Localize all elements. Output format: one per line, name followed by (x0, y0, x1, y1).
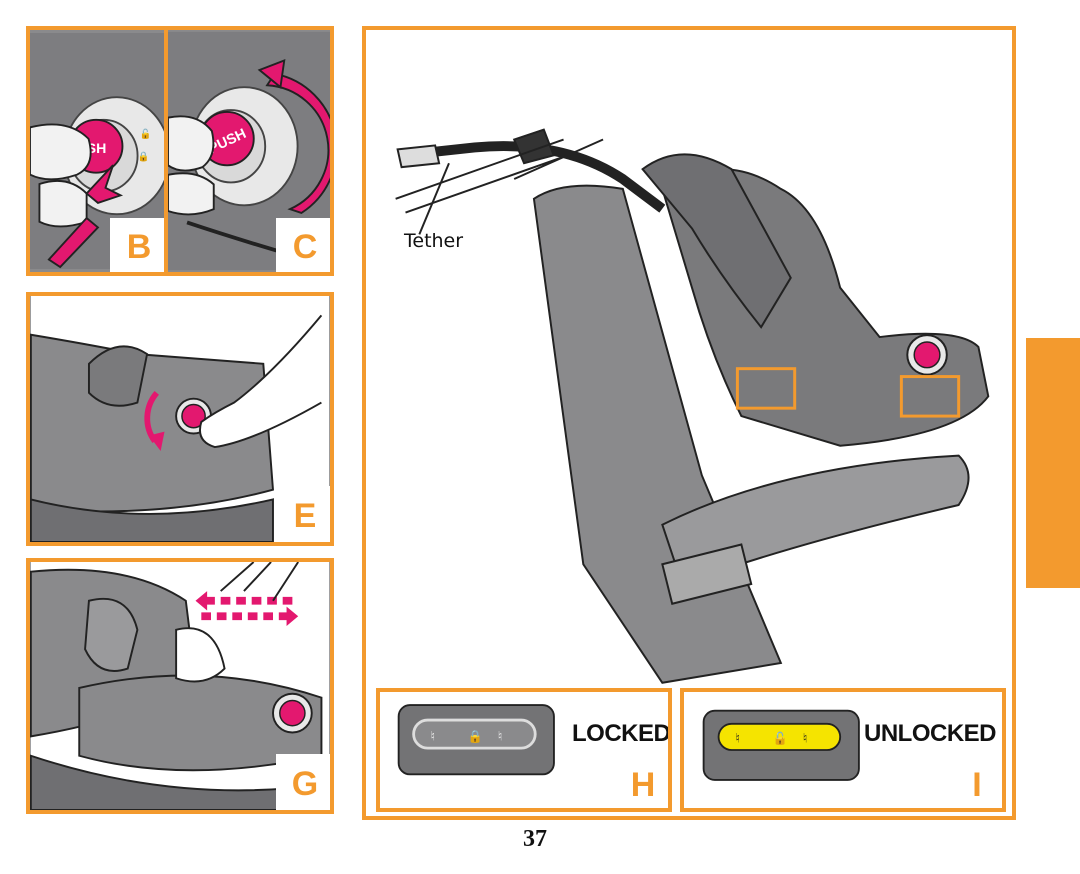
panel-c: PUSH C (164, 26, 334, 276)
recline-icon: ♮ (498, 730, 503, 745)
car-seat-illustration (395, 128, 990, 684)
recline-icon: ♮ (430, 730, 435, 745)
adjustment-dial (181, 403, 206, 429)
push-arrow (47, 164, 124, 269)
recline-icon: ♮ (803, 732, 808, 747)
panel-b: •PUSH 🔓 🔒 B (26, 26, 168, 276)
panel-g-letter: G (276, 754, 330, 810)
main-panel: Tether (362, 26, 1016, 820)
lock-icon: 🔒 (468, 730, 483, 744)
panel-e-letter: E (276, 486, 330, 542)
panel-i-illustration: ♮ 🔓 ♮ (702, 709, 860, 781)
panel-i-letter: I (948, 758, 1002, 808)
tether-strap (401, 141, 666, 213)
panel-i: ♮ 🔓 ♮ UNLOCKED I (680, 688, 1006, 812)
recline-icon: ♮ (735, 732, 740, 747)
locked-indicator-window (412, 718, 537, 750)
tether-pointer (418, 162, 450, 235)
hand-shape (199, 314, 323, 449)
panel-g: G (26, 558, 334, 814)
rotate-arrow (265, 72, 330, 214)
panel-h: ♮ 🔒 ♮ LOCKED H (376, 688, 672, 812)
page-number: 37 (523, 826, 547, 852)
panel-b-letter: B (110, 218, 164, 272)
adjustment-dial (279, 699, 306, 727)
panel-b-illustration: •PUSH 🔓 🔒 (30, 33, 164, 269)
tether-adjuster (512, 128, 555, 165)
indicator-window-right (899, 375, 961, 418)
panel-e: E (26, 292, 334, 546)
unlock-icon: 🔓 (773, 731, 788, 746)
svg-text:🔓: 🔓 (139, 128, 151, 140)
section-tab (1026, 338, 1080, 588)
indicator-window-left (735, 367, 797, 410)
hand-shape (30, 123, 92, 181)
svg-text:🔒: 🔒 (138, 151, 150, 162)
panel-h-letter: H (614, 758, 668, 808)
adjustment-dial (913, 341, 941, 369)
hand-shape (175, 627, 226, 683)
unlocked-label: UNLOCKED (864, 720, 997, 747)
locked-label: LOCKED (572, 720, 671, 747)
panel-c-letter: C (276, 218, 330, 272)
panel-h-illustration: ♮ 🔒 ♮ (397, 704, 555, 776)
tether-hook (396, 144, 441, 169)
unlocked-indicator-window (717, 722, 842, 751)
tether-label: Tether (404, 230, 464, 252)
child-seat-headrest (641, 153, 792, 329)
